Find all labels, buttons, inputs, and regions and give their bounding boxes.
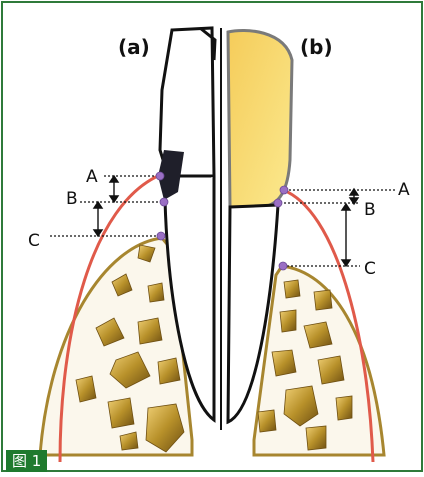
- level-b-left: B: [66, 189, 78, 209]
- level-a-right: A: [398, 180, 410, 200]
- panel-a-label: (a): [118, 35, 150, 59]
- crown-b: [228, 30, 292, 207]
- level-c-right: C: [364, 259, 376, 279]
- level-c-left: C: [28, 231, 40, 251]
- level-a-left: A: [86, 167, 98, 187]
- panel-b-label: (b): [300, 35, 333, 59]
- figure-badge: 图 1: [6, 450, 47, 472]
- level-b-right: B: [364, 200, 376, 220]
